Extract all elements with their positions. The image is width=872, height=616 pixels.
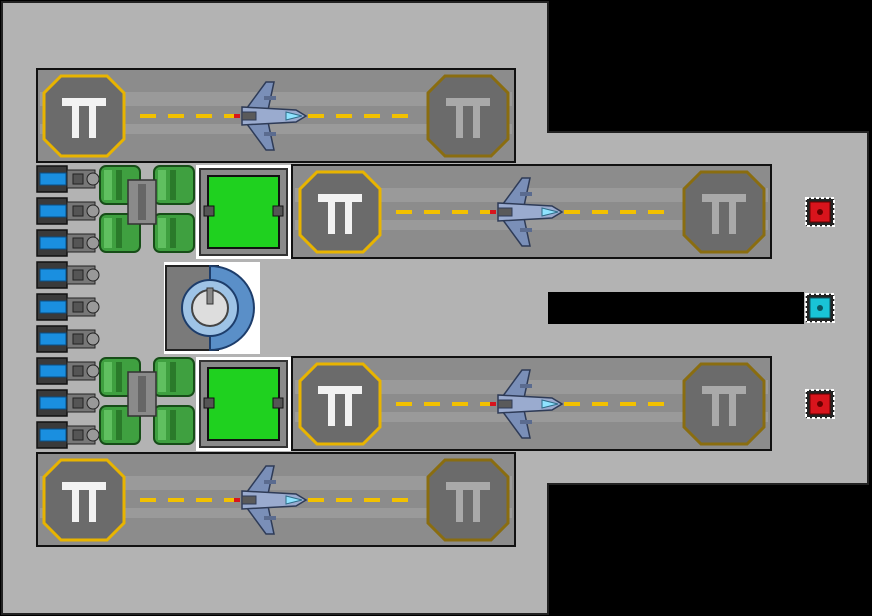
runway-2 <box>291 164 772 259</box>
landing-pad-icon[interactable] <box>426 458 510 542</box>
battery-cell-icon[interactable] <box>36 293 100 321</box>
battery-cell-icon[interactable] <box>36 421 100 449</box>
battery-cell-icon[interactable] <box>36 261 100 289</box>
landing-pad-icon[interactable] <box>426 74 510 158</box>
battery-cell-icon[interactable] <box>36 357 100 385</box>
runway-4 <box>36 452 516 547</box>
battery-cell-icon[interactable] <box>36 197 100 225</box>
battery-cell-icon[interactable] <box>36 165 100 193</box>
landing-pad-icon[interactable] <box>682 170 766 254</box>
battery-bank <box>36 165 100 449</box>
landing-pad-icon[interactable] <box>682 362 766 446</box>
fuel-tank-icon[interactable] <box>153 357 195 397</box>
battery-cell-icon[interactable] <box>36 325 100 353</box>
battery-cell-icon[interactable] <box>36 229 100 257</box>
shield-core[interactable] <box>164 262 260 354</box>
landing-pad-icon[interactable] <box>42 74 126 158</box>
fuel-tank-icon[interactable] <box>153 165 195 205</box>
fuel-tank-icon[interactable] <box>153 213 195 253</box>
landing-pad-icon[interactable] <box>298 170 382 254</box>
battery-cell-icon[interactable] <box>36 389 100 417</box>
fuel-tank-icon[interactable] <box>153 405 195 445</box>
beacon-light-icon[interactable] <box>805 389 835 419</box>
beacon-light-icon[interactable] <box>805 197 835 227</box>
fuel-tanks-top <box>99 165 195 253</box>
runway-1 <box>36 68 516 163</box>
landing-pad-icon[interactable] <box>298 362 382 446</box>
landing-pad-icon[interactable] <box>42 458 126 542</box>
fuel-tanks-bottom <box>99 357 195 445</box>
reactor-top[interactable] <box>196 165 291 259</box>
runway-3 <box>291 356 772 451</box>
reactor-bottom[interactable] <box>196 357 291 451</box>
beacon-light-icon[interactable] <box>805 293 835 323</box>
